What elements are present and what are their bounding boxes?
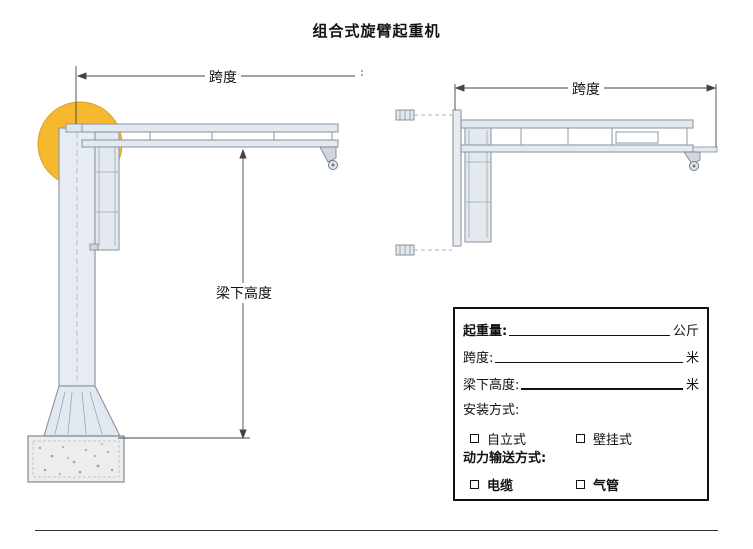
trolley-hoist — [319, 146, 338, 170]
checkbox-icon[interactable] — [576, 480, 585, 489]
checkbox-icon[interactable] — [470, 434, 479, 443]
jib-arm — [81, 123, 339, 148]
capacity-unit: 公斤 — [672, 324, 699, 339]
wall-bracket-bottom — [395, 244, 452, 256]
power-option-cable[interactable]: 电缆 — [470, 475, 513, 494]
power-option-label: 气管 — [593, 479, 620, 494]
height-field[interactable] — [521, 374, 683, 390]
height-label: 梁下高度: — [463, 378, 520, 393]
crane-pillar — [58, 127, 96, 387]
span-label: 跨度: — [463, 351, 494, 366]
install-label: 安装方式: — [463, 403, 520, 418]
install-option-freestanding[interactable]: 自立式 — [470, 429, 526, 448]
height-row: 梁下高度: 米 — [463, 373, 699, 393]
install-option-wall[interactable]: 壁挂式 — [576, 429, 632, 448]
height-unit: 米 — [685, 378, 699, 393]
install-option-label: 壁挂式 — [593, 433, 633, 448]
install-row: 安装方式: — [463, 398, 699, 418]
capacity-row: 起重量: 公斤 — [463, 319, 699, 339]
power-option-label: 电缆 — [487, 479, 514, 494]
power-option-air[interactable]: 气管 — [576, 475, 619, 494]
page-title: 组合式旋臂起重机 — [312, 22, 441, 40]
power-label: 动力输送方式: — [463, 451, 547, 466]
span-row: 跨度: 米 — [463, 346, 699, 366]
height-under-beam-label: 梁下高度 — [212, 283, 276, 303]
spec-form: 起重量: 公斤 跨度: 米 梁下高度: 米 安装方式: 自立式 壁挂式 动力输送… — [453, 307, 709, 501]
capacity-label: 起重量: — [463, 324, 508, 339]
wall-trolley-hoist — [683, 151, 701, 171]
bottom-divider — [35, 530, 718, 531]
capacity-field[interactable] — [509, 321, 670, 336]
span-label-right: 跨度 — [568, 79, 604, 99]
span-label-left: 跨度 — [205, 67, 241, 87]
install-option-label: 自立式 — [487, 433, 527, 448]
wall-mounted-crane — [395, 84, 718, 256]
span-field[interactable] — [495, 348, 683, 363]
freestanding-crane — [27, 66, 363, 483]
checkbox-icon[interactable] — [470, 480, 479, 489]
checkbox-icon[interactable] — [576, 434, 585, 443]
power-row: 动力输送方式: — [463, 446, 699, 466]
concrete-foundation — [27, 435, 125, 483]
wall-jib-arm — [460, 119, 718, 153]
span-unit: 米 — [685, 351, 699, 366]
wall-bracket-top — [395, 109, 452, 121]
